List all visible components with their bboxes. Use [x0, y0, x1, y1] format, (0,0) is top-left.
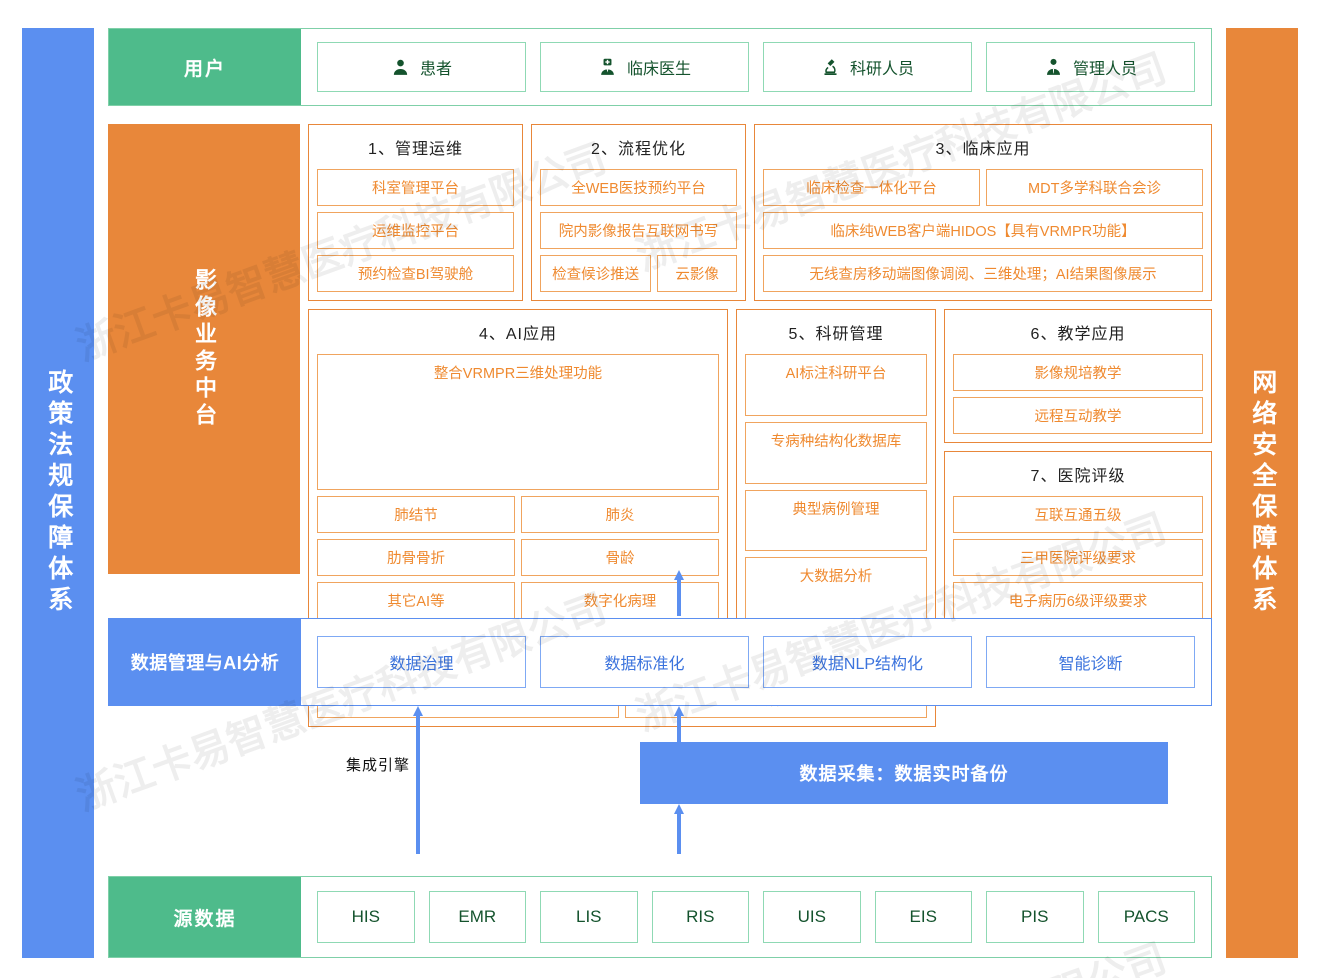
user-card-label: 科研人员	[849, 61, 914, 78]
chip-queue-push[interactable]: 检查候诊推送	[540, 255, 652, 292]
chip-other-ai[interactable]: 其它AI等	[317, 582, 515, 619]
platform-row: 影像业务中台 1、管理运维 科室管理平台 运维监控平台 预约检查BI驾驶舱 2、…	[108, 124, 1212, 727]
chip-remote-teaching[interactable]: 远程互动教学	[953, 397, 1203, 434]
group-title: 1、管理运维	[368, 141, 463, 158]
data-collection-bar: 数据采集：数据实时备份	[640, 742, 1168, 804]
chip-ops-monitor[interactable]: 运维监控平台	[317, 212, 514, 249]
chip-report-writing[interactable]: 院内影像报告互联网书写	[540, 212, 737, 249]
chip-row: 肋骨骨折 骨龄	[317, 539, 719, 576]
chip-typical-cases[interactable]: 典型病例管理	[745, 489, 927, 552]
source-data-row-body: HIS EMR LIS RIS UIS EIS PIS PACS	[301, 877, 1211, 957]
source-card-pis[interactable]: PIS	[986, 891, 1084, 943]
user-card-clinician[interactable]: 临床医生	[540, 42, 749, 92]
group-title: 4、AI应用	[478, 326, 558, 343]
chip-mobile-rounds[interactable]: 无线查房移动端图像调阅、三维处理；AI结果图像展示	[763, 255, 1203, 292]
user-card-label: 患者	[419, 61, 452, 78]
source-card-uis[interactable]: UIS	[763, 891, 861, 943]
left-side-bar: 政策法规保障体系	[22, 28, 94, 958]
integration-engine-label: 集成引擎	[346, 757, 411, 774]
arrow-collection-to-data	[674, 706, 684, 746]
users-row-label: 用户	[109, 29, 301, 105]
chip-integrated-exam[interactable]: 临床检查一体化平台	[763, 169, 980, 206]
user-icon	[391, 57, 410, 77]
source-card-emr[interactable]: EMR	[428, 891, 526, 943]
platform-row-top: 1、管理运维 科室管理平台 运维监控平台 预约检查BI驾驶舱 2、流程优化 全W…	[308, 124, 1212, 301]
chip-rib-fracture[interactable]: 肋骨骨折	[317, 539, 515, 576]
arrow-data-to-platform	[674, 570, 684, 616]
right-side-bar-label: 网络安全保障体系	[1248, 369, 1277, 617]
group-management-ops: 1、管理运维 科室管理平台 运维监控平台 预约检查BI驾驶舱	[308, 124, 523, 301]
microscope-icon	[821, 57, 840, 77]
source-card-eis[interactable]: EIS	[874, 891, 972, 943]
user-card-manager[interactable]: 管理人员	[986, 42, 1195, 92]
group-title: 3、临床应用	[935, 141, 1031, 158]
platform-right-column: 6、教学应用 影像规培教学 远程互动教学 7、医院评级 互联互通五级 三甲医院评…	[944, 309, 1212, 628]
source-card-ris[interactable]: RIS	[651, 891, 749, 943]
arrow-source-to-collection	[674, 804, 684, 854]
group-ai-application: 4、AI应用 整合VRMPR三维处理功能 肺结节 肺炎 肋骨骨折 骨龄 其它AI…	[308, 309, 728, 628]
chip-lung-nodule[interactable]: 肺结节	[317, 496, 515, 533]
group-clinical-application: 3、临床应用 临床检查一体化平台 MDT多学科联合会诊 临床纯WEB客户端HID…	[754, 124, 1212, 301]
data-management-row: 数据管理与AI分析 数据治理 数据标准化 数据NLP结构化 智能诊断	[108, 618, 1212, 706]
group-teaching-application: 6、教学应用 影像规培教学 远程互动教学	[944, 309, 1212, 443]
user-card-researcher[interactable]: 科研人员	[763, 42, 972, 92]
left-side-bar-label: 政策法规保障体系	[44, 369, 73, 617]
chip-web-booking[interactable]: 全WEB医技预约平台	[540, 169, 737, 206]
source-card-lis[interactable]: LIS	[540, 891, 638, 943]
right-side-bar: 网络安全保障体系	[1226, 28, 1298, 958]
group-title: 2、流程优化	[591, 141, 686, 158]
source-card-pacs[interactable]: PACS	[1097, 891, 1195, 943]
platform-row-mid: 4、AI应用 整合VRMPR三维处理功能 肺结节 肺炎 肋骨骨折 骨龄 其它AI…	[308, 309, 1212, 628]
doctor-icon	[598, 57, 617, 77]
user-card-label: 管理人员	[1072, 61, 1137, 78]
chip-row: 临床检查一体化平台 MDT多学科联合会诊	[763, 169, 1203, 206]
chip-digital-pathology[interactable]: 数字化病理	[521, 582, 719, 619]
users-row: 用户 患者 临床医生	[108, 28, 1212, 106]
user-card-patient[interactable]: 患者	[317, 42, 526, 92]
data-card-standardization[interactable]: 数据标准化	[540, 636, 749, 688]
chip-bone-age[interactable]: 骨龄	[521, 539, 719, 576]
center-column: 用户 患者 临床医生	[108, 28, 1212, 958]
data-card-smart-diagnosis[interactable]: 智能诊断	[986, 636, 1195, 688]
chip-cloud-imaging[interactable]: 云影像	[657, 255, 737, 292]
chip-interconnect-level5[interactable]: 互联互通五级	[953, 496, 1203, 533]
data-management-row-label: 数据管理与AI分析	[109, 619, 301, 705]
chip-training-teaching[interactable]: 影像规培教学	[953, 354, 1203, 391]
chip-big-data[interactable]: 大数据分析	[745, 557, 927, 619]
data-card-nlp[interactable]: 数据NLP结构化	[763, 636, 972, 688]
source-data-row: 源数据 HIS EMR LIS RIS UIS EIS PIS PACS	[108, 876, 1212, 958]
chip-pneumonia[interactable]: 肺炎	[521, 496, 719, 533]
chip-bi-cockpit[interactable]: 预约检查BI驾驶舱	[317, 255, 514, 292]
source-data-row-label: 源数据	[109, 877, 301, 957]
platform-row-label: 影像业务中台	[108, 124, 300, 574]
chip-ai-annotation[interactable]: AI标注科研平台	[745, 354, 927, 416]
chip-dept-mgmt[interactable]: 科室管理平台	[317, 169, 514, 206]
group-process-optimization: 2、流程优化 全WEB医技预约平台 院内影像报告互联网书写 检查候诊推送 云影像	[531, 124, 746, 301]
chip-emr-level6[interactable]: 电子病历6级评级要求	[953, 582, 1203, 619]
chip-tertiary-hospital[interactable]: 三甲医院评级要求	[953, 539, 1203, 576]
manager-icon	[1044, 57, 1063, 77]
chip-row: 肺结节 肺炎	[317, 496, 719, 533]
chip-hidos[interactable]: 临床纯WEB客户端HIDOS【具有VRMPR功能】	[763, 212, 1203, 249]
gap-platform-to-data	[108, 570, 1212, 618]
chip-vrmpr[interactable]: 整合VRMPR三维处理功能	[317, 354, 719, 490]
data-card-governance[interactable]: 数据治理	[317, 636, 526, 688]
group-research-management: 5、科研管理 AI标注科研平台 专病种结构化数据库 典型病例管理 大数据分析	[736, 309, 936, 628]
platform-label-text: 影像业务中台	[192, 268, 217, 430]
chip-disease-db[interactable]: 专病种结构化数据库	[745, 421, 927, 484]
platform-body: 1、管理运维 科室管理平台 运维监控平台 预约检查BI驾驶舱 2、流程优化 全W…	[300, 124, 1212, 727]
group-title: 7、医院评级	[1030, 468, 1126, 485]
chip-row: 检查候诊推送 云影像	[540, 255, 737, 292]
chip-row: 其它AI等 数字化病理	[317, 582, 719, 619]
group-hospital-rating: 7、医院评级 互联互通五级 三甲医院评级要求 电子病历6级评级要求	[944, 451, 1212, 628]
group-title: 5、科研管理	[788, 326, 884, 343]
arrow-integration-engine	[413, 706, 423, 854]
user-card-label: 临床医生	[626, 61, 691, 78]
group-title: 6、教学应用	[1030, 326, 1126, 343]
source-card-his[interactable]: HIS	[317, 891, 415, 943]
chip-mdt[interactable]: MDT多学科联合会诊	[986, 169, 1203, 206]
gap-data-to-source: 集成引擎 数据采集：数据实时备份	[108, 706, 1212, 876]
data-management-row-body: 数据治理 数据标准化 数据NLP结构化 智能诊断	[301, 619, 1211, 705]
users-row-body: 患者 临床医生 科研人员	[301, 29, 1211, 105]
